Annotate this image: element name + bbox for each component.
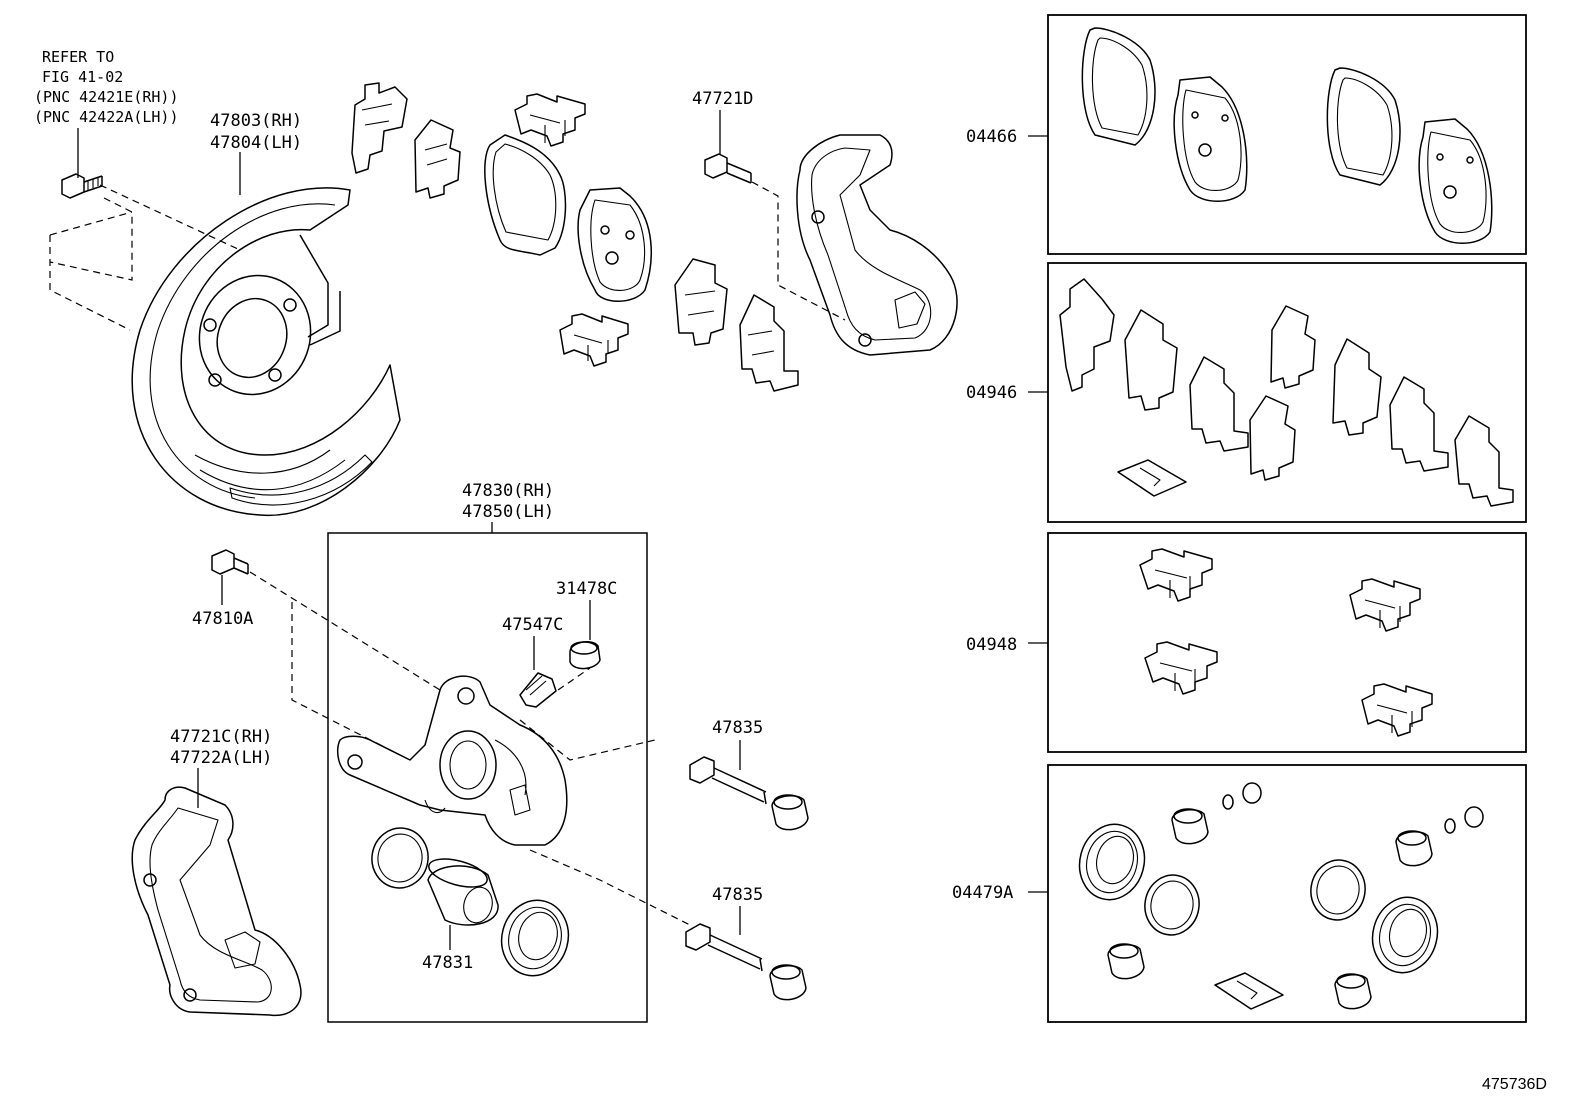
kit-04948-code: 04948 xyxy=(966,635,1017,655)
mounting-labels: 47721C(RH) 47722A(LH) xyxy=(170,727,272,808)
kit-04479A: 04479A xyxy=(952,764,1527,1023)
kit-04946-shims xyxy=(1059,278,1514,507)
kit-04479A-code: 04479A xyxy=(952,883,1013,903)
illustration-id: 475736D xyxy=(1482,1076,1547,1093)
slide-pin-upper: 47835 xyxy=(689,718,809,831)
label-47810A: 47810A xyxy=(192,609,253,629)
piston-47831: 47831 xyxy=(422,858,499,973)
disc-brake-pad-center-1 xyxy=(484,134,567,256)
refer-note-line3: (PNC 42421E(RH)) xyxy=(34,88,179,106)
kit-04466: 04466 xyxy=(966,14,1527,255)
label-47721C: 47721C(RH) xyxy=(170,727,272,747)
label-47804: 47804(LH) xyxy=(210,133,302,153)
caliper-assembly-frame xyxy=(327,532,648,1023)
kit-04946-code: 04946 xyxy=(966,383,1017,403)
pad-support-plate-bottom xyxy=(559,313,629,367)
anti-squeal-shims-top xyxy=(351,82,461,199)
caliper-cylinder xyxy=(337,675,568,846)
refer-note: REFER TO FIG 41-02 (PNC 42421E(RH)) (PNC… xyxy=(34,48,179,178)
label-47831: 47831 xyxy=(422,953,473,973)
label-47835-lower: 47835 xyxy=(712,885,763,905)
kit-04948-support-plates xyxy=(1139,548,1433,737)
refer-note-line4: (PNC 42422A(LH)) xyxy=(34,108,179,126)
bolt-47810A-group: 47810A xyxy=(192,549,253,629)
disc-dust-cover xyxy=(131,187,401,516)
caliper-mounting-lower xyxy=(131,786,302,1017)
cylinder-boot xyxy=(500,899,570,977)
label-47850: 47850(LH) xyxy=(462,502,554,522)
kit-04466-pads xyxy=(1081,27,1493,244)
caliper-labels: 47830(RH) 47850(LH) xyxy=(462,481,554,533)
label-47830: 47830(RH) xyxy=(462,481,554,501)
slide-pin-lower: 47835 xyxy=(685,885,807,1001)
anti-squeal-shims-bottom xyxy=(674,258,799,392)
label-47835-upper: 47835 xyxy=(712,718,763,738)
bleeder-plug-47547C: 47547C xyxy=(502,615,563,708)
piston-seal xyxy=(371,827,429,889)
label-47547C: 47547C xyxy=(502,615,563,635)
refer-note-line1: REFER TO xyxy=(42,48,114,66)
bleeder-cap-31478C: 31478C xyxy=(556,579,617,670)
kit-04466-code: 04466 xyxy=(966,127,1017,147)
caliper-mounting-top xyxy=(796,134,958,356)
bolt-47721D-group: 47721D xyxy=(692,89,753,184)
label-47803: 47803(RH) xyxy=(210,111,302,131)
dust-cover-labels: 47803(RH) 47804(LH) xyxy=(210,111,302,195)
refer-note-line2: FIG 41-02 xyxy=(42,68,123,86)
pad-support-plate-top xyxy=(514,93,586,147)
kit-04948: 04948 xyxy=(966,532,1527,753)
kit-04946: 04946 xyxy=(966,262,1527,523)
label-31478C: 31478C xyxy=(556,579,617,599)
dust-cover-bolt xyxy=(61,173,103,199)
disc-brake-pad-center-2 xyxy=(577,187,652,302)
label-47721D: 47721D xyxy=(692,89,753,109)
kit-04479A-seals xyxy=(1078,782,1484,1010)
label-47722A: 47722A(LH) xyxy=(170,748,272,768)
